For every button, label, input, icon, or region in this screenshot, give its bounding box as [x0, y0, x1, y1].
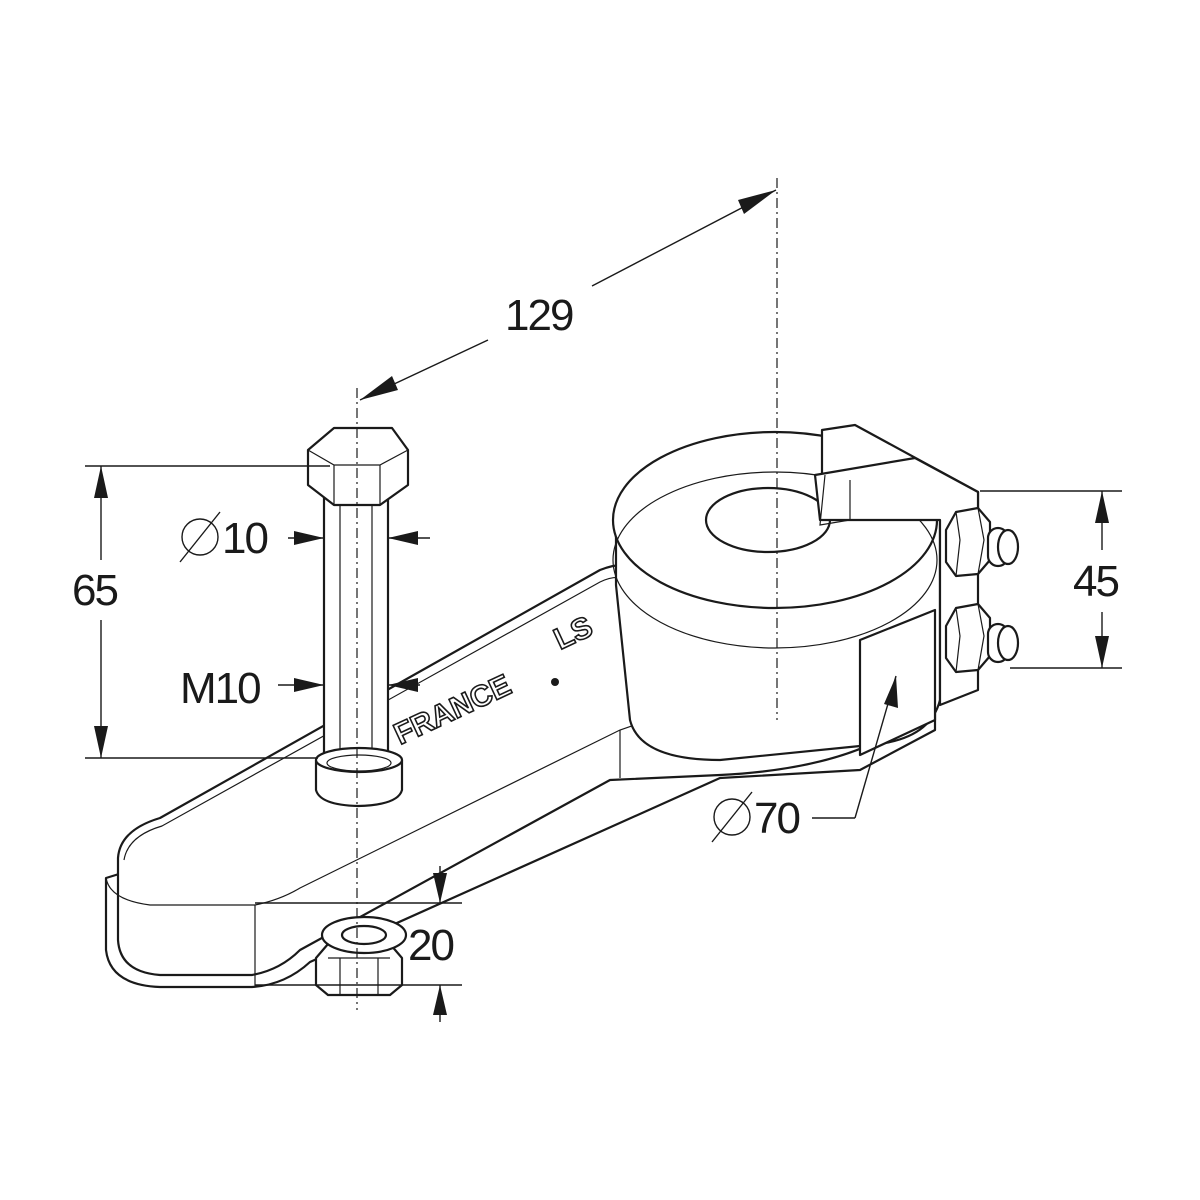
- clamp-nut-lower: [944, 602, 1020, 674]
- dimension-bore-diameter: 70: [711, 675, 898, 843]
- dimension-arm-thickness: 20: [255, 866, 462, 1022]
- dimension-clamp-height: 45: [980, 490, 1122, 669]
- svg-text:20: 20: [408, 921, 453, 970]
- svg-text:45: 45: [1073, 557, 1118, 606]
- dimension-thread: M10: [180, 664, 420, 713]
- bolt: [306, 426, 410, 808]
- dimension-bolt-diameter: 10: [179, 511, 430, 563]
- marking-dot: [551, 678, 559, 686]
- svg-text:10: 10: [222, 514, 267, 563]
- dimension-bolt-height: 65: [72, 465, 330, 759]
- svg-text:65: 65: [72, 566, 117, 615]
- svg-text:70: 70: [754, 794, 799, 843]
- svg-text:129: 129: [505, 291, 573, 340]
- dimension-length: 129: [359, 189, 777, 401]
- clamp-nut-upper: [944, 506, 1020, 578]
- clamp-arm: [104, 423, 980, 989]
- bottom-nut: [314, 915, 408, 997]
- svg-text:M10: M10: [180, 664, 260, 713]
